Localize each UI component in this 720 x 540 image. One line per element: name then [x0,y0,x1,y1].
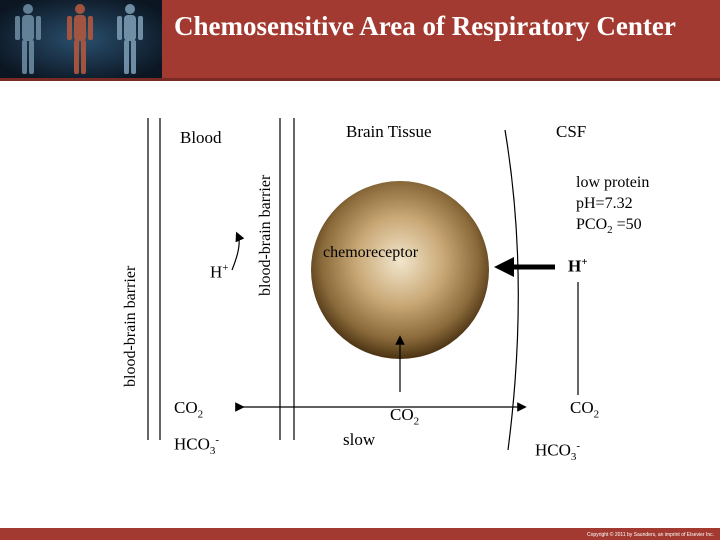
slide-title: Chemosensitive Area of Respiratory Cente… [174,11,676,41]
h-csf-label: H+ [568,256,588,276]
csf-pco2-text: PCO2 =50 [576,216,642,237]
anatomy-figures-image [0,0,162,78]
slide-header: Chemosensitive Area of Respiratory Cente… [0,0,720,78]
chemoreceptor-label: chemoreceptor [323,244,419,261]
header-rule [0,78,720,81]
csf-protein-text: low protein [576,174,650,191]
slow-label: slow [343,430,376,449]
co2-blood-label: CO2 [174,398,204,421]
copyright-text: Copyright © 2011 by Saunders, an imprint… [587,532,714,538]
h-csf-bold-arrow-head [494,257,514,277]
co2-brain-label: CO2 [390,405,420,428]
footer-bar [0,528,720,540]
csf-ph-text: pH=7.32 [576,195,633,212]
h-blood-label: H+ [210,262,229,282]
bbb-right-label: blood-brain barrier [257,174,274,296]
hco3-csf-label: HCO3- [535,440,581,464]
blood-label: Blood [180,128,222,147]
csf-boundary-curve [504,129,519,451]
h-blood-curved-arrow [231,231,245,271]
chemoreceptor-sphere [311,181,489,359]
brain-tissue-label: Brain Tissue [346,122,432,141]
bbb-left-label: blood-brain barrier [122,265,139,387]
co2-csf-label: CO2 [570,398,600,421]
hco3-blood-label: HCO3- [174,434,220,458]
csf-label: CSF [556,122,587,141]
